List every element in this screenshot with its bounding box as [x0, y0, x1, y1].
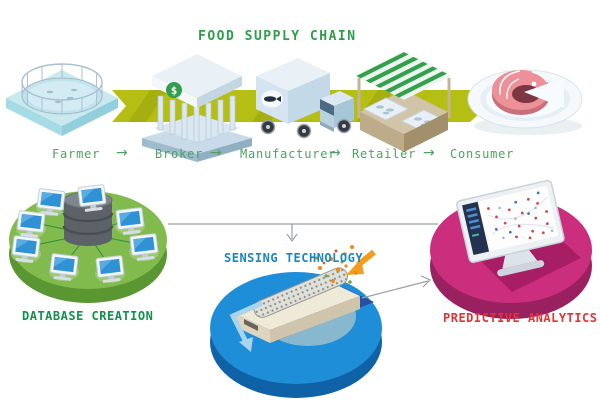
- scatter-plot: [487, 191, 555, 240]
- connector-sensor-to-analytics: [361, 275, 432, 299]
- orange-arrow: [346, 259, 364, 275]
- step-arrow-1: →: [116, 145, 128, 161]
- step-arrow-2: →: [210, 145, 222, 161]
- flow-direction-arrow: [229, 300, 264, 352]
- carbon-nanotube: [253, 267, 348, 318]
- connector-lines: [168, 223, 438, 243]
- striped-awning: [356, 52, 452, 100]
- pond-fence: [21, 64, 103, 114]
- fish-pond-icon: [6, 63, 118, 136]
- particle-stream: [315, 245, 376, 284]
- step-label-consumer: Consumer: [450, 147, 515, 161]
- bank-icon: $: [142, 54, 252, 162]
- svg-text:$: $: [171, 84, 178, 97]
- step-label-farmer: Farmer: [52, 147, 101, 161]
- database-network-icon: [9, 183, 167, 303]
- step-arrow-3: →: [329, 145, 341, 161]
- salmon-steak: [492, 70, 564, 115]
- node-label-predictive-analytics: PREDICTIVE ANALYTICS: [443, 311, 598, 325]
- desktop-monitor: [456, 179, 565, 277]
- analytics-monitor-icon: [430, 179, 592, 319]
- fish-logo: [261, 90, 283, 108]
- dollar-sign-icon: $: [166, 82, 182, 98]
- node-label-sensing-technology: SENSING TECHNOLOGY: [224, 251, 364, 265]
- step-label-retailer: Retailer: [352, 147, 417, 161]
- node-label-database-creation: DATABASE CREATION: [22, 309, 154, 323]
- arrow-right-head: [420, 275, 432, 288]
- step-arrow-4: →: [423, 145, 435, 161]
- market-stall-icon: [356, 52, 452, 152]
- arrow-down-head: [286, 233, 298, 243]
- delivery-truck-icon: [256, 58, 354, 139]
- salmon-plate-icon: [467, 69, 583, 135]
- step-label-manufacturer: Manufacturer: [240, 147, 337, 161]
- step-label-broker: Broker: [155, 147, 204, 161]
- truck-wheels: [260, 118, 352, 139]
- diagram-title: FOOD SUPPLY CHAIN: [198, 29, 357, 44]
- nanotube-sensor-icon: [210, 245, 382, 398]
- bank-columns: [157, 95, 236, 143]
